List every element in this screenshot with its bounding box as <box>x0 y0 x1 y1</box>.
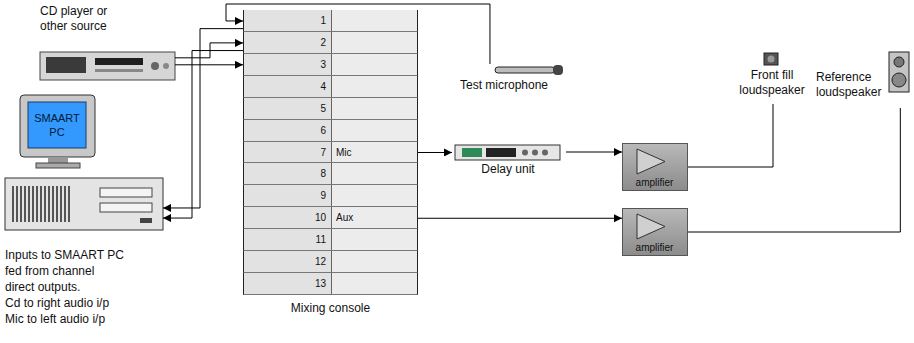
cd-display <box>95 58 143 65</box>
node-label: amplifier <box>623 176 686 189</box>
note-text: Inputs to SMAART PC fed from channel dir… <box>5 247 127 295</box>
cd-player-body <box>40 52 175 80</box>
channel-number: 12 <box>244 251 326 273</box>
microphone-capsule <box>553 65 563 75</box>
microphone-body <box>495 67 555 73</box>
speaker-tweeter <box>894 57 904 67</box>
channel-number: 2 <box>244 32 326 54</box>
channel-strip: 1 <box>243 10 418 32</box>
channel-strip: 8 <box>243 163 418 185</box>
signal-cable <box>688 108 900 232</box>
channel-number: 10 <box>244 207 326 229</box>
channel-strip: 6 <box>243 120 418 142</box>
signal-cable <box>418 152 452 153</box>
signal-cable <box>688 104 773 167</box>
channel-strip: 10 Aux <box>243 207 418 229</box>
delay-display <box>486 148 516 157</box>
speaker-woofer <box>892 73 906 87</box>
pc-case-illustration <box>5 178 163 230</box>
node-label: Test microphone <box>460 78 548 93</box>
front-fill-loudspeaker: Front fill loudspeaker <box>732 54 814 104</box>
channel-number: 4 <box>244 76 326 98</box>
reference-speaker-icon <box>889 52 909 92</box>
channel-strip: 11 <box>243 229 418 251</box>
monitor-base <box>36 163 80 168</box>
channel-strip: 3 <box>243 54 418 76</box>
delay-knob <box>532 150 538 156</box>
cd-knob <box>163 63 169 69</box>
pc-button <box>140 218 152 223</box>
channel-number: 5 <box>244 98 326 120</box>
delay-body <box>455 145 560 160</box>
monitor-screen <box>28 102 86 148</box>
node-label: CD player or other source <box>40 4 132 34</box>
test-microphone-illustration <box>495 65 563 75</box>
amplifier-box: amplifier <box>622 208 688 256</box>
cd-knob <box>151 62 159 70</box>
pc-vents <box>12 186 72 222</box>
pc-drive-bay <box>100 188 152 197</box>
channel-number: 6 <box>244 120 326 142</box>
channel-number: 3 <box>244 54 326 76</box>
source-device: CD player or other source <box>38 4 175 82</box>
channel-strip: 12 <box>243 251 418 273</box>
pc-drive-bay <box>100 203 152 212</box>
channel-number: 9 <box>244 185 326 207</box>
delay-unit-illustration <box>455 145 560 160</box>
speaker-cone <box>768 56 775 63</box>
channel-number: 8 <box>244 163 326 185</box>
channel-number: 7 <box>244 142 326 164</box>
speaker-cabinet <box>889 52 909 92</box>
delay-unit: Delay unit <box>452 140 566 180</box>
mixing-console: Mixing console1234567Mic8910Aux111213 <box>243 10 420 322</box>
channel-number: 11 <box>244 229 326 251</box>
delay-knob <box>522 150 528 156</box>
reference-loudspeaker: Reference loudspeaker <box>812 50 908 108</box>
signal-cable <box>163 51 243 219</box>
signal-cable <box>163 29 243 208</box>
cd-player-illustration <box>40 52 175 80</box>
front-fill-speaker-icon <box>764 53 778 65</box>
speaker-cabinet <box>764 53 778 65</box>
note-text: Mic to left audio i/p <box>5 311 105 327</box>
node-label: Reference loudspeaker <box>816 70 892 100</box>
channel-name: Mic <box>336 142 406 164</box>
channel-strip: 4 <box>243 76 418 98</box>
amplifier-triangle <box>637 149 665 174</box>
pc-monitor-illustration <box>20 95 95 168</box>
channel-number: 13 <box>244 273 326 295</box>
signal-cable <box>175 64 243 65</box>
channel-strip: 9 <box>243 185 418 207</box>
test-microphone: Test microphone <box>458 64 566 104</box>
node-label: Mixing console <box>243 301 418 316</box>
smaart-pc: SMAART PC <box>5 95 163 235</box>
channel-strip: 7 Mic <box>243 142 418 164</box>
signal-cable <box>418 218 622 219</box>
channel-number: 1 <box>244 10 326 32</box>
node-label: SMAART PC <box>28 102 86 148</box>
channel-strip: 5 <box>243 98 418 120</box>
channel-name: Aux <box>336 207 406 229</box>
node-label: Front fill loudspeaker <box>732 68 812 98</box>
monitor-stand <box>48 157 68 163</box>
pc-case <box>5 178 163 230</box>
delay-panel <box>462 148 482 157</box>
cd-buttons <box>95 69 143 72</box>
monitor-case <box>20 95 95 157</box>
note-text: Cd to right audio i/p <box>5 295 109 311</box>
channel-strip: 13 <box>243 273 418 295</box>
delay-knob <box>542 150 548 156</box>
amplifier-box: amplifier <box>622 143 688 191</box>
signal-cable <box>566 152 622 153</box>
amplifier-triangle <box>637 214 665 239</box>
node-label: Delay unit <box>452 162 564 177</box>
node-label: amplifier <box>623 241 686 254</box>
channel-strip: 2 <box>243 32 418 54</box>
cd-tray <box>46 57 86 73</box>
